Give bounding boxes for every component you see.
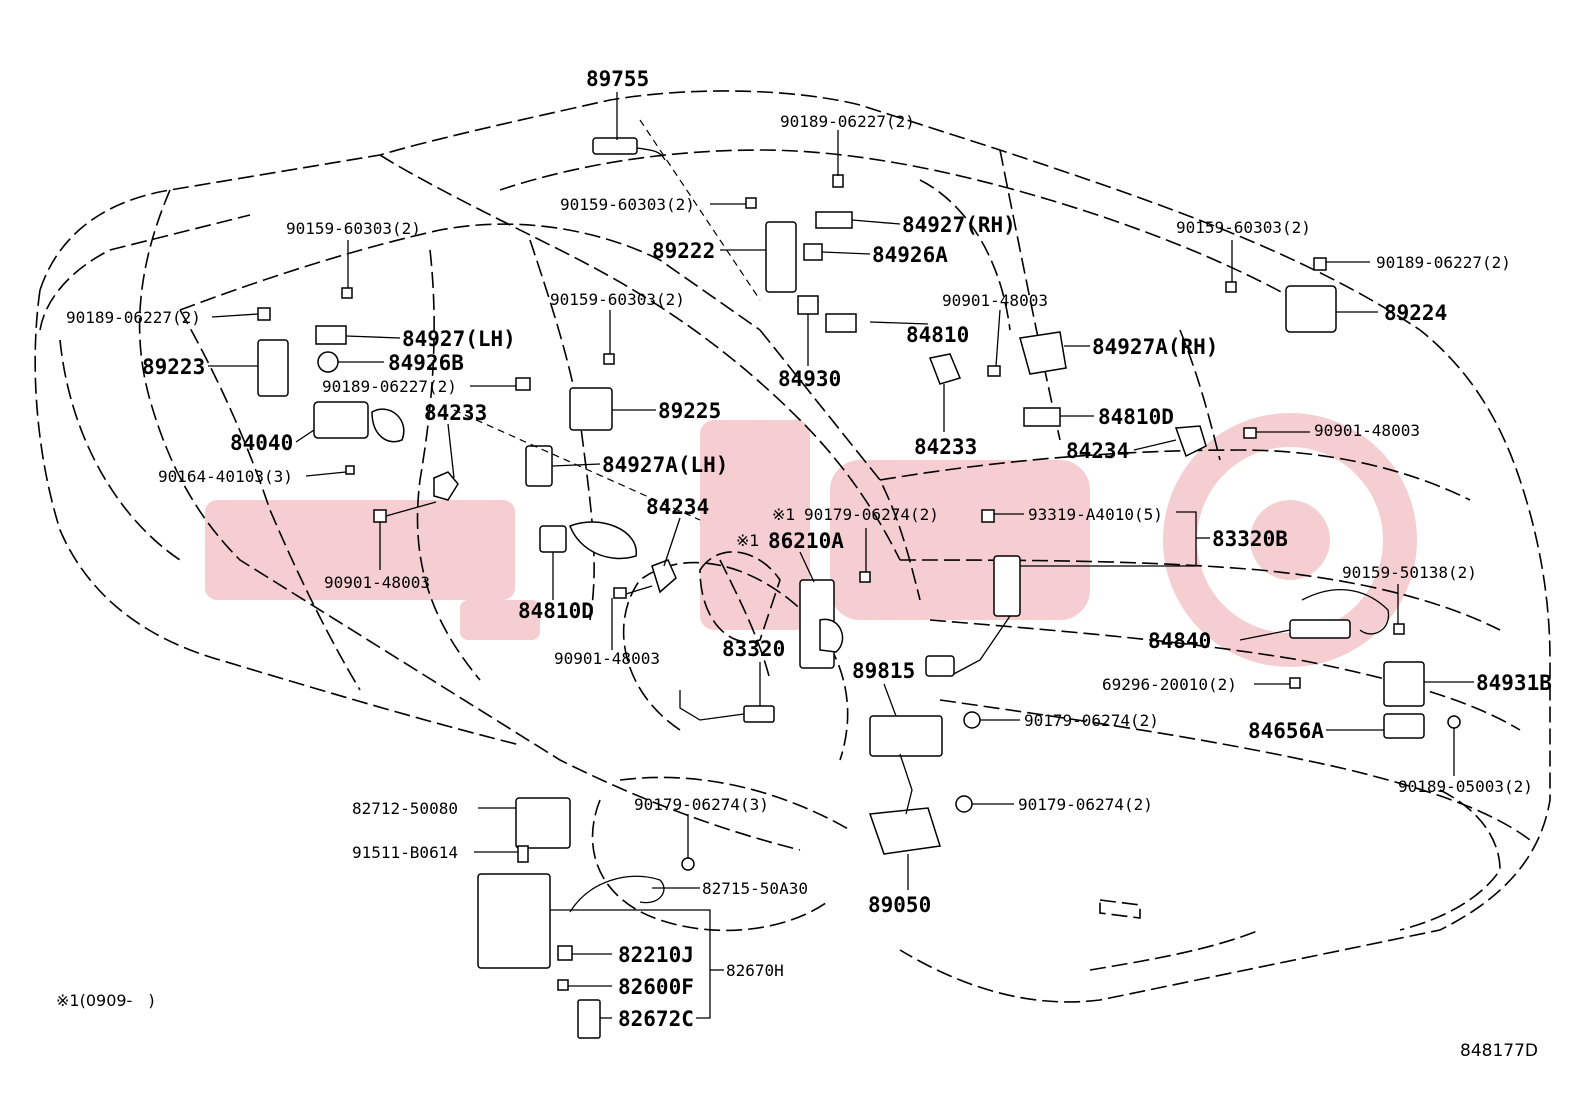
label-84927a-rh: 84927A(RH) <box>1092 335 1218 359</box>
drawing-code: 848177D <box>1460 1041 1538 1061</box>
label-84234-left: 84234 <box>646 495 709 519</box>
label-91511-b0614: 91511-B0614 <box>352 843 458 862</box>
label-90901-48003-top: 90901-48003 <box>942 291 1048 310</box>
label-90901-48003-left: 90901-48003 <box>324 573 430 592</box>
label-84926b: 84926B <box>388 351 464 375</box>
label-89050: 89050 <box>868 893 931 917</box>
label-90164-40103: 90164-40103(3) <box>158 467 293 486</box>
label-84927-rh: 84927(RH) <box>902 213 1016 237</box>
label-93319-a4010: 93319-A4010(5) <box>1028 505 1163 524</box>
label-90179-06274-3: 90179-06274(3) <box>634 795 769 814</box>
label-89223: 89223 <box>142 355 205 379</box>
label-84931b: 84931B <box>1476 671 1552 695</box>
label-82712-50080: 82712-50080 <box>352 799 458 818</box>
label-84233-right: 84233 <box>914 435 977 459</box>
label-82715-50a30: 82715-50A30 <box>702 879 808 898</box>
marker-1-a: ※1 <box>772 505 796 524</box>
label-90189-06227-right: 90189-06227(2) <box>1376 253 1511 272</box>
label-84040: 84040 <box>230 431 293 455</box>
label-90179-06274-c: 90179-06274(2) <box>804 505 939 524</box>
leader-lines <box>208 92 1474 1019</box>
label-84840: 84840 <box>1148 629 1211 653</box>
label-82672c: 82672C <box>618 1007 694 1031</box>
label-84810d-right: 84810D <box>1098 405 1174 429</box>
label-84926a: 84926A <box>872 243 948 267</box>
label-90189-06227-left: 90189-06227(2) <box>66 308 201 327</box>
label-82600f: 82600F <box>618 975 694 999</box>
label-89815: 89815 <box>852 659 915 683</box>
label-84656a: 84656A <box>1248 719 1324 743</box>
label-82670h: 82670H <box>726 961 784 980</box>
label-89224: 89224 <box>1384 301 1447 325</box>
label-90159-60303-left: 90159-60303(2) <box>286 219 421 238</box>
label-90179-06274-r1: 90179-06274(2) <box>1024 711 1159 730</box>
label-89222: 89222 <box>652 239 715 263</box>
watermark-logo <box>205 413 1417 667</box>
label-69296-20010: 69296-20010(2) <box>1102 675 1237 694</box>
marker-1-b: ※1 <box>736 531 760 550</box>
label-90189-06227-mid: 90189-06227(2) <box>322 377 457 396</box>
label-82210j: 82210J <box>618 943 694 967</box>
label-89225: 89225 <box>658 399 721 423</box>
label-83320: 83320 <box>722 637 785 661</box>
label-84810: 84810 <box>906 323 969 347</box>
footnote: ※1(0909- ) <box>56 991 155 1010</box>
label-84927-lh: 84927(LH) <box>402 327 516 351</box>
label-90189-05003: 90189-05003(2) <box>1398 777 1533 796</box>
label-90159-60303-top: 90159-60303(2) <box>560 195 695 214</box>
label-90159-60303-mid: 90159-60303(2) <box>550 290 685 309</box>
label-90159-60303-right: 90159-60303(2) <box>1176 218 1311 237</box>
label-86210a: 86210A <box>768 529 844 553</box>
label-83320b: 83320B <box>1212 527 1288 551</box>
vehicle-outline <box>34 90 1551 1003</box>
label-90189-06227-top: 90189-06227(2) <box>780 112 915 131</box>
label-90901-48003-right: 90901-48003 <box>1314 421 1420 440</box>
label-89755: 89755 <box>586 67 649 91</box>
label-90901-48003-mid: 90901-48003 <box>554 649 660 668</box>
label-84810d-left: 84810D <box>518 599 594 623</box>
label-84233-left: 84233 <box>424 401 487 425</box>
part-labels: 89755 90189-06227(2) 90159-60303(2) 8492… <box>56 67 1552 1061</box>
label-90159-50138: 90159-50138(2) <box>1342 563 1477 582</box>
label-84927a-lh: 84927A(LH) <box>602 453 728 477</box>
label-84930: 84930 <box>778 367 841 391</box>
label-90179-06274-r2: 90179-06274(2) <box>1018 795 1153 814</box>
label-84234-right: 84234 <box>1066 439 1129 463</box>
